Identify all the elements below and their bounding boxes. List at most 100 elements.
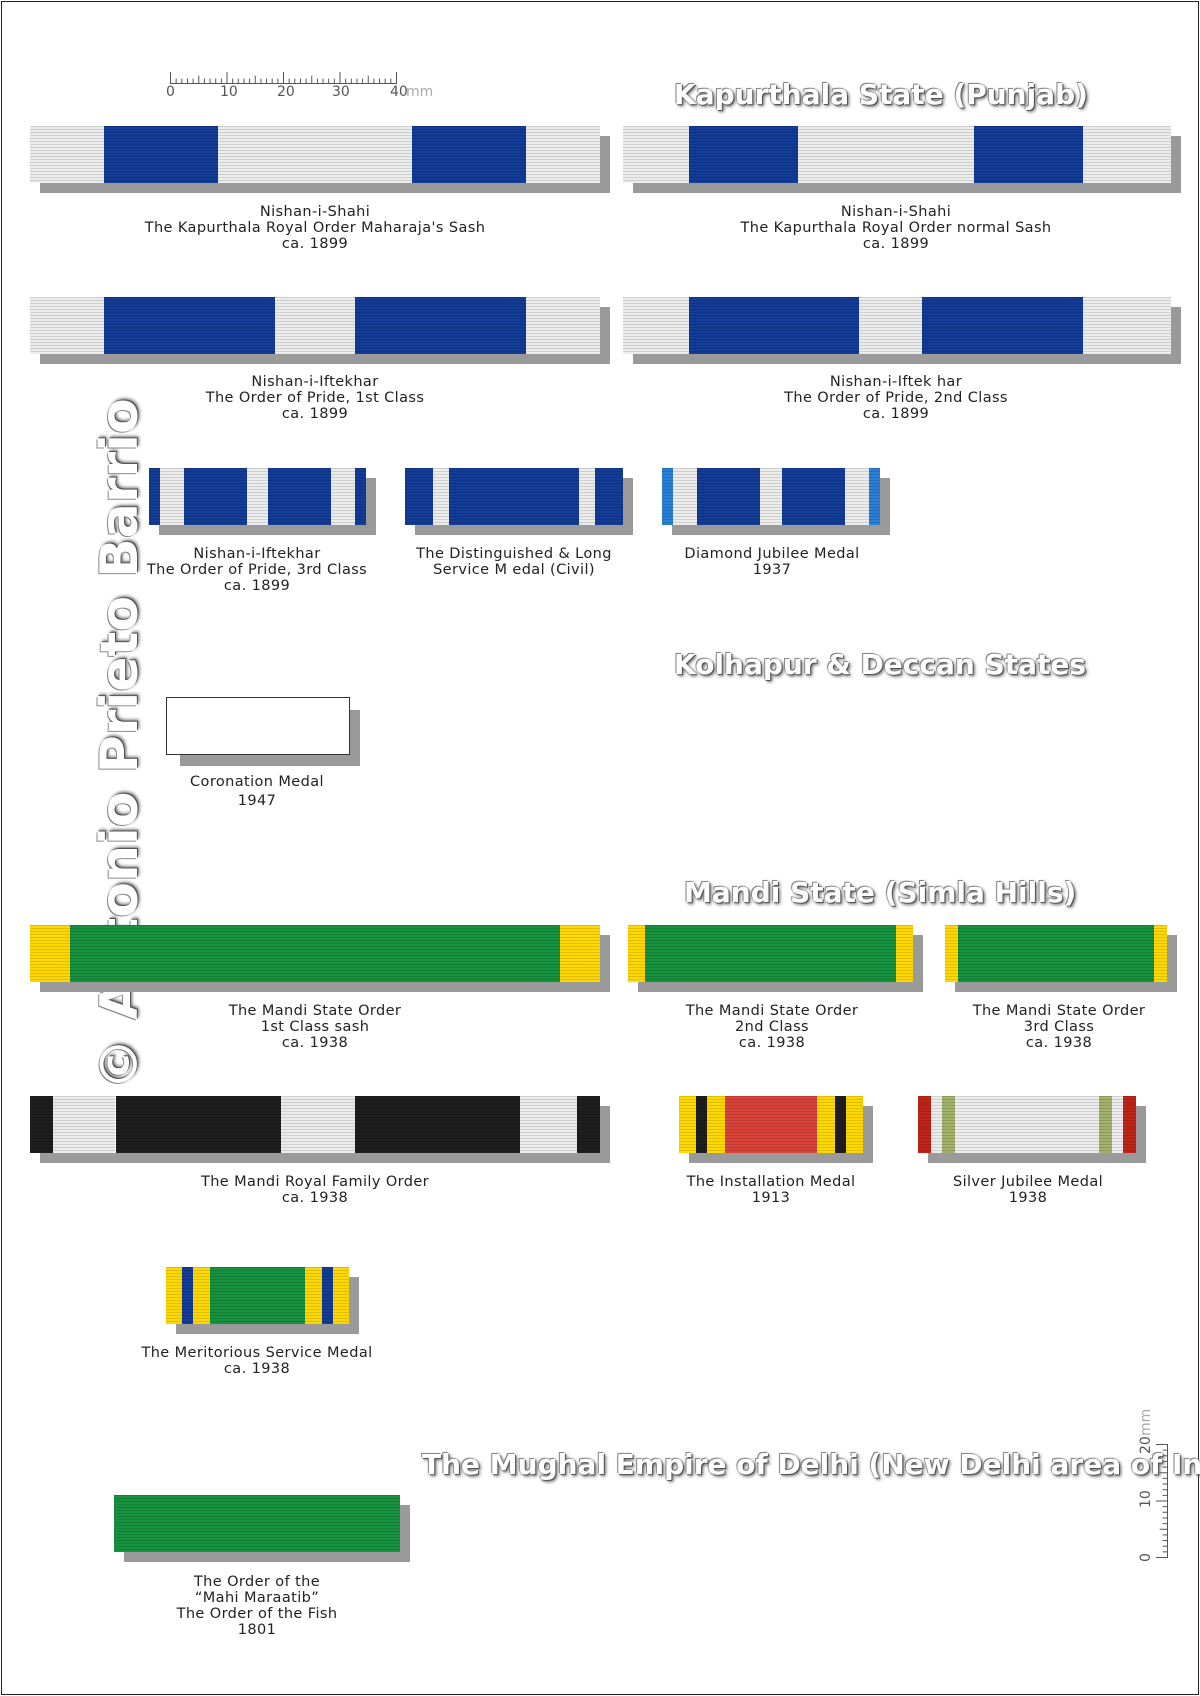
caption-line: Coronation Medal [190,774,324,790]
caption-line: The Order of the [193,1574,321,1590]
caption-line: Nishan-i-Shahi [259,204,371,220]
side-ruler: 0 10 20 mm [1138,1409,1168,1562]
ribbon-stripe-yellow [628,925,646,982]
ruler-label-20: 20 [277,84,295,100]
ribbon-stripe-silver [525,126,600,183]
ribbon-mandi-state-order-3rd-class [945,925,1167,982]
ribbon-stripe-green [958,925,1154,982]
ribbon-silver-jubilee-medal [918,1096,1136,1153]
caption-line: The Order of Pride, 1st Class [205,390,425,406]
section-title-mandi: Mandi State (Simla Hills) [684,876,1077,909]
ribbon-mandi-state-order-2nd-class [628,925,913,982]
ribbon-weave-texture [623,126,1171,183]
ribbon-weave-texture [918,1096,1136,1153]
top-ruler-ticks [170,72,397,84]
ribbon-weave-texture [623,297,1171,354]
ribbon-stripe-royal-blue [182,1267,194,1324]
ribbon-stripe-royal-blue [104,297,276,354]
ribbon-stripe-silver [623,297,689,354]
caption-r12: The Mandi Royal Family Order ca. 1938 [165,1174,465,1206]
caption-line: The Mandi State Order [228,1003,402,1019]
ribbon-stripe-royal-blue [183,468,247,525]
section-title-kolhapur: Kolhapur & Deccan States [674,648,1087,681]
ribbon-stripe-silver [275,297,355,354]
ribbon-stripe-silver [798,126,974,183]
ribbon-stripe-royal-blue [411,126,526,183]
ribbon-stripe-yellow [679,1096,696,1153]
ribbon-mandi-royal-family-order [30,1096,600,1153]
caption-r5: Nishan-i-Iftekhar The Order of Pride, 3r… [137,546,377,594]
caption-line: The Order of the Fish [176,1606,338,1622]
caption-line: Nishan-i-Iftek har [829,374,963,390]
ribbon-stripe-yellow [305,1267,322,1324]
ribbon-stripe-silver [218,126,412,183]
ribbon-weave-texture [662,468,880,525]
caption-line: Diamond Jubilee Medal [684,546,860,562]
caption-r13: The Installation Medal 1913 [651,1174,891,1206]
ribbon-stripe-silver [931,1096,942,1153]
caption-r7: Diamond Jubilee Medal 1937 [652,546,892,578]
caption-r4: Nishan-i-Iftek har The Order of Pride, 2… [696,374,1096,422]
ribbon-weave-texture [405,468,623,525]
ribbon-diamond-jubilee-medal [662,468,880,525]
ribbon-stripe-silver [433,468,449,525]
ribbon-stripe-yellow [846,1096,863,1153]
ribbon-stripe-green [209,1267,306,1324]
caption-r8: Coronation Medal 1947 [137,774,377,809]
caption-line: ca. 1938 [223,1361,291,1377]
section-title-kapurthala: Kapurthala State (Punjab) [674,78,1088,111]
ribbon-stripe-green [645,925,896,982]
ribbon-stripe-red [725,1096,817,1153]
ribbon-order-of-the-fish [114,1495,400,1552]
ribbon-weave-texture [628,925,913,982]
ribbon-stripe-olive [1098,1096,1113,1153]
side-ruler-label-10: 10 [1138,1490,1154,1508]
ribbon-stripe-royal-blue [781,468,846,525]
ribbon-stripe-silver [52,1096,116,1153]
ribbon-stripe-royal-blue [696,468,761,525]
ribbon-stripe-royal-blue [354,297,526,354]
ribbon-stripe-silver [520,1096,578,1153]
ribbon-stripe-silver [672,468,697,525]
caption-line: The Meritorious Service Medal [141,1345,373,1361]
ribbon-stripe-silver [858,297,922,354]
ribbon-stripe-royal-blue [921,297,1084,354]
ribbon-stripe-silver [623,126,689,183]
ribbon-order-of-pride-1st-class [30,297,600,354]
ribbon-stripe-green [69,925,561,982]
ribbon-stripe-silver [579,468,595,525]
caption-line: The Mandi Royal Family Order [200,1174,430,1190]
ribbon-stripe-dark-red [918,1096,932,1153]
caption-line: 1913 [751,1190,791,1206]
ruler-label-40: 40 [390,84,408,100]
ribbon-stripe-royal-blue [355,468,366,525]
ribbon-weave-texture [30,925,600,982]
caption-line: 2nd Class [735,1019,809,1035]
caption-line: ca. 1938 [281,1035,349,1051]
caption-line: 1938 [1008,1190,1048,1206]
caption-r16: The Order of the “Mahi Maraatib” The Ord… [137,1574,377,1638]
ribbon-stripe-silver [30,297,105,354]
caption-line: The Mandi State Order [685,1003,859,1019]
ribbon-stripe-silver [246,468,269,525]
ribbon-stripe-silver [845,468,870,525]
ribbon-stripe-yellow [817,1096,836,1153]
section-title-mughal: The Mughal Empire of Delhi (New Delhi ar… [422,1448,1200,1481]
ribbon-stripe-silver [1083,297,1171,354]
caption-line: 1st Class sash [260,1019,370,1035]
ribbon-stripe-yellow [1153,925,1167,982]
caption-line: ca. 1938 [738,1035,806,1051]
ribbon-stripe-royal-blue [321,1267,333,1324]
ribbon-stripe-black [354,1096,521,1153]
caption-line: 1937 [752,562,792,578]
caption-r9: The Mandi State Order 1st Class sash ca.… [165,1003,465,1051]
ribbon-stripe-silver [525,297,600,354]
caption-line: ca. 1899 [281,406,349,422]
ribbon-kapurthala-royal-order-maharaja-sash [30,126,600,183]
ribbon-installation-medal [679,1096,863,1153]
caption-line: The Order of Pride, 3rd Class [146,562,368,578]
ruler-label-10: 10 [220,84,238,100]
caption-line: 3rd Class [1023,1019,1095,1035]
ribbon-stripe-yellow [895,925,913,982]
